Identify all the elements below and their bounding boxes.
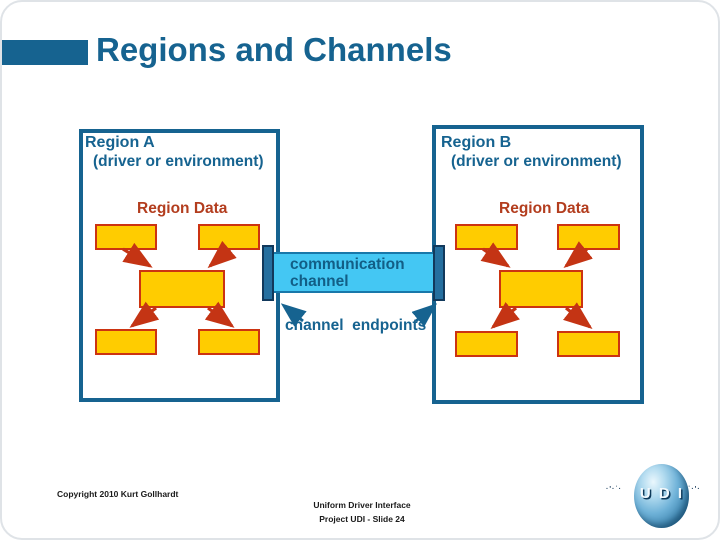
communication-channel-box: communication channel <box>272 252 435 293</box>
region-a-data-box-center <box>139 270 225 308</box>
region-b-data-box-center <box>499 270 583 308</box>
page-title: Regions and Channels <box>96 31 452 68</box>
region-b-data-box-bottom-left <box>455 331 518 357</box>
region-b-subtitle: (driver or environment) <box>451 153 622 170</box>
region-a-name: Region A <box>85 134 155 151</box>
logo-left-marks: ·'·˙· <box>606 486 622 493</box>
region-a-data-box-top-left <box>95 224 157 250</box>
channel-endpoint-left <box>262 245 274 301</box>
region-b-name: Region B <box>441 134 512 151</box>
channel-label-line2: channel <box>290 273 349 291</box>
channel-endpoint-right <box>433 245 445 301</box>
region-a-data-box-bottom-left <box>95 329 157 355</box>
region-a-subtitle: (driver or environment) <box>93 153 264 170</box>
udi-logo-text: U D I <box>639 485 685 502</box>
region-a-data-box-top-right <box>198 224 260 250</box>
channel-label-line1: communication <box>290 256 405 273</box>
footer-org-text: Uniform Driver Interface <box>313 500 411 510</box>
title-accent-bar <box>2 40 88 65</box>
region-b-data-box-top-left <box>455 224 518 250</box>
udi-globe-logo <box>634 464 689 528</box>
communication-channel-label: communication channel <box>290 256 433 290</box>
region-b-data-label: Region Data <box>499 200 590 217</box>
channel-endpoints-label: channel endpoints <box>285 317 427 334</box>
footer-slide-info: Project UDI - Slide 24 <box>319 514 405 524</box>
copyright-text: Copyright 2010 Kurt Gollhardt <box>57 489 179 499</box>
region-a-data-box-bottom-right <box>198 329 260 355</box>
region-b-data-box-top-right <box>557 224 620 250</box>
region-a-data-label: Region Data <box>137 200 228 217</box>
region-a-box <box>79 129 280 402</box>
logo-right-marks: ˙·'· <box>688 486 701 493</box>
region-b-data-box-bottom-right <box>557 331 620 357</box>
